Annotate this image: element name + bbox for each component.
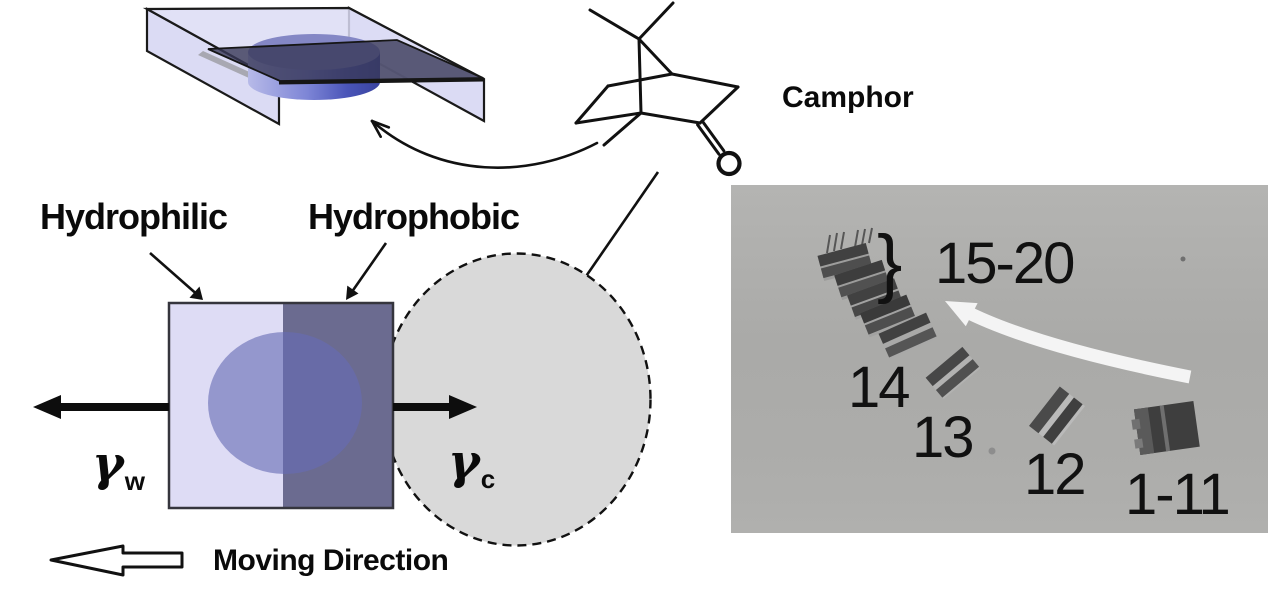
speck xyxy=(1180,256,1186,262)
photo-label-15-20: 15-20 xyxy=(935,231,1075,296)
photo-label-14: 14 xyxy=(848,355,910,420)
speck xyxy=(988,447,996,455)
photo-label-1-11: 1-11 xyxy=(1125,462,1231,527)
camphor-disc-dashed-circle xyxy=(381,252,652,547)
gamma-w-label: γw xyxy=(92,436,145,496)
camphor-boat-3d-illustration xyxy=(142,6,486,126)
moving-direction-arrow-icon xyxy=(49,544,184,577)
boat-icon xyxy=(847,278,903,320)
hydrophilic-pointer-arrow-icon xyxy=(149,252,203,300)
trajectory-arrow-icon xyxy=(945,301,1192,384)
photo-label-13: 13 xyxy=(912,405,974,470)
photo-label-12: 12 xyxy=(1024,442,1086,507)
gamma-c-subscript: c xyxy=(480,464,496,494)
gamma-w-subscript: w xyxy=(124,466,145,496)
oxygen-atom xyxy=(716,150,742,177)
camphor-molecule-structure xyxy=(574,1,742,177)
boat-icon xyxy=(878,312,938,360)
gamma-c-label: γc xyxy=(448,434,495,494)
boat-icon-12 xyxy=(1029,386,1085,446)
boat-icon-13 xyxy=(925,346,981,400)
hydrophobic-label: Hydrophobic xyxy=(308,196,520,237)
boat-cluster-15-20 xyxy=(817,242,938,360)
gamma-symbol: γ xyxy=(92,436,124,492)
motion-streaks xyxy=(826,227,873,254)
boat-icon xyxy=(834,259,890,301)
boat-plate-schematic xyxy=(167,301,395,510)
boat-stack-icon-1-11 xyxy=(1131,401,1200,455)
gamma-symbol: γ xyxy=(448,434,480,490)
group-brace: } xyxy=(877,220,903,305)
sheet-front-edge xyxy=(278,77,485,85)
boat-icon xyxy=(859,294,917,338)
curved-arrow-icon xyxy=(370,119,599,169)
hydrophilic-label: Hydrophilic xyxy=(40,196,228,237)
hydrophobic-pointer-arrow-icon xyxy=(346,242,388,300)
experiment-photo: } 15-20 14 13 12 1-11 xyxy=(731,185,1268,533)
gamma-w-force-arrow xyxy=(33,395,169,419)
camphor-label: Camphor xyxy=(782,81,914,114)
photo-artwork xyxy=(817,227,1200,455)
gamma-c-force-arrow xyxy=(393,395,477,419)
water-droplet xyxy=(208,332,362,474)
moving-direction-label: Moving Direction xyxy=(213,544,449,577)
